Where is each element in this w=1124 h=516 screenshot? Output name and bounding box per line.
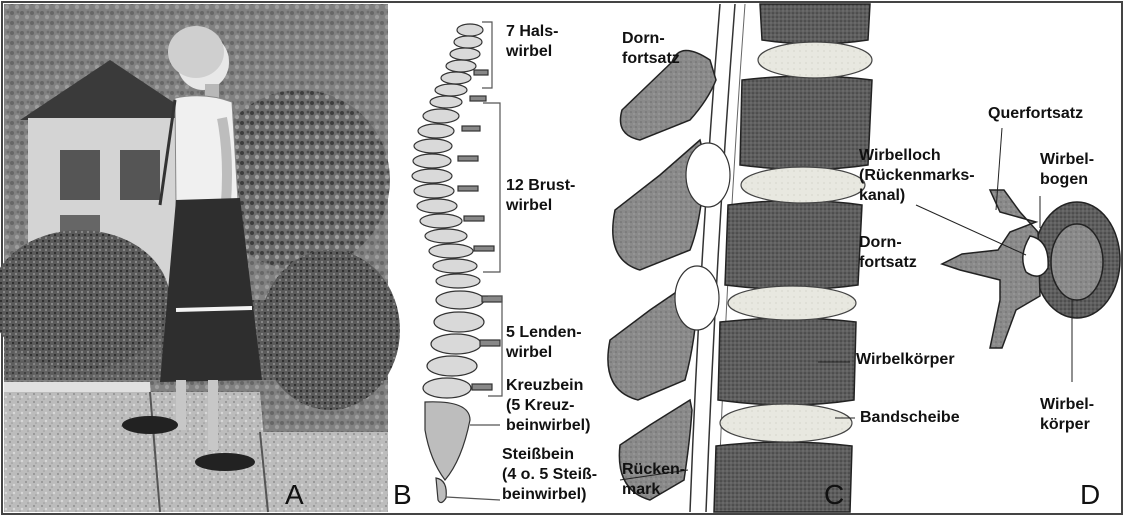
label-d-vertebral-arch: Wirbel- bogen bbox=[1040, 150, 1094, 190]
panel-b-spine bbox=[412, 24, 502, 503]
panel-a-photo bbox=[0, 4, 400, 512]
label-coccyx: Steißbein (4 o. 5 Steiß- beinwirbel) bbox=[502, 445, 597, 505]
label-thoracic: 12 Brust- wirbel bbox=[506, 176, 575, 216]
label-c-disc: Bandscheibe bbox=[860, 408, 960, 428]
label-c-spinous-process: Dorn- fortsatz bbox=[622, 29, 680, 69]
sacrum bbox=[425, 402, 470, 480]
label-d-transverse-process: Querfortsatz bbox=[988, 104, 1083, 124]
panel-letter-d: D bbox=[1080, 480, 1100, 510]
label-cervical: 7 Hals- wirbel bbox=[506, 22, 558, 62]
panel-letter-c: C bbox=[824, 480, 844, 510]
vertebrae-stack bbox=[412, 24, 484, 398]
label-c-vertebral-body: Wirbelkörper bbox=[856, 350, 955, 370]
panel-letter-a: A bbox=[285, 480, 304, 510]
panel-letter-b: B bbox=[393, 480, 412, 510]
coccyx bbox=[436, 478, 446, 503]
label-d-vertebral-body: Wirbel- körper bbox=[1040, 395, 1094, 435]
label-lumbar: 5 Lenden- wirbel bbox=[506, 323, 582, 363]
panel-c-section bbox=[608, 4, 872, 512]
label-c-spinal-cord: Rücken- mark bbox=[622, 460, 685, 500]
label-d-spinous-process: Dorn- fortsatz bbox=[859, 233, 917, 273]
label-sacrum: Kreuzbein (5 Kreuz- beinwirbel) bbox=[506, 376, 590, 436]
label-d-vertebral-foramen: Wirbelloch (Rückenmarks- kanal) bbox=[859, 146, 975, 206]
